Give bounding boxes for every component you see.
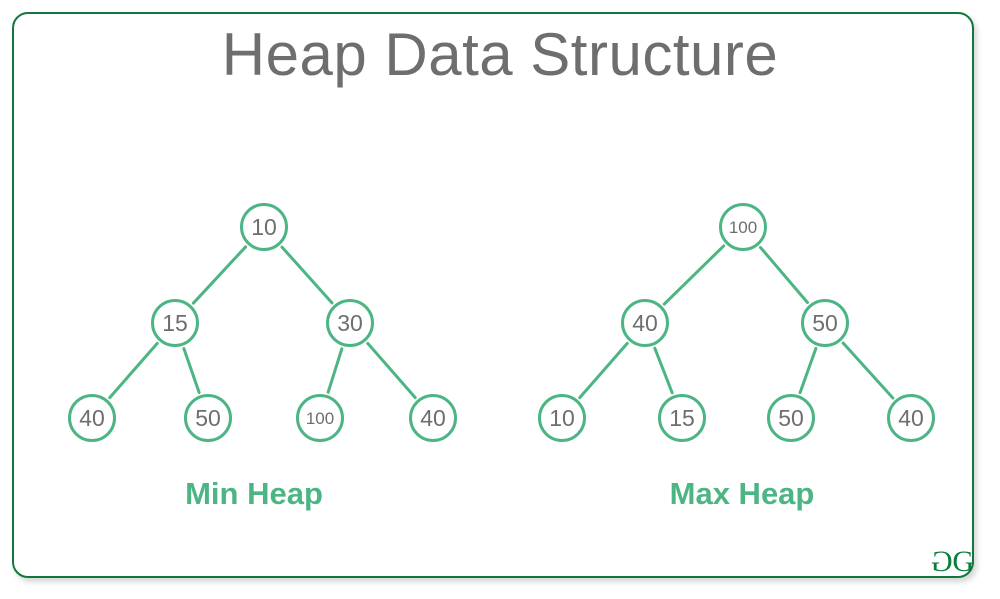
tree-node-value: 10 <box>251 213 277 240</box>
tree-node: 50 <box>184 394 232 442</box>
tree-node-value: 40 <box>632 309 658 336</box>
tree-node: 100 <box>296 394 344 442</box>
tree-node: 50 <box>767 394 815 442</box>
tree-node: 100 <box>719 203 767 251</box>
tree-node-value: 100 <box>728 217 758 237</box>
tree-node: 40 <box>68 394 116 442</box>
tree-node: 10 <box>538 394 586 442</box>
tree-node: 15 <box>658 394 706 442</box>
tree-node: 40 <box>621 299 669 347</box>
tree-node: 40 <box>887 394 935 442</box>
tree-node-value: 40 <box>898 404 924 431</box>
tree-node: 40 <box>409 394 457 442</box>
tree-node: 15 <box>151 299 199 347</box>
tree-node-value: 15 <box>162 309 188 336</box>
heap-label-min-heap: Min Heap <box>185 476 323 511</box>
tree-node-value: 10 <box>549 404 575 431</box>
figure-title: Heap Data Structure <box>221 21 779 88</box>
tree-node-value: 30 <box>337 309 363 336</box>
tree-node-value: 40 <box>79 404 105 431</box>
figure-border <box>12 12 974 578</box>
heap-label-max-heap: Max Heap <box>669 476 815 511</box>
tree-node: 10 <box>240 203 288 251</box>
tree-node-value: 40 <box>420 404 446 431</box>
tree-node: 30 <box>326 299 374 347</box>
logo-glyph-right: G <box>952 545 974 578</box>
tree-node-value: 100 <box>305 408 335 428</box>
tree-node-value: 50 <box>195 404 221 431</box>
tree-node-value: 50 <box>812 309 838 336</box>
logo-glyph-left: G <box>932 545 953 578</box>
geeksforgeeks-logo: GG <box>932 545 974 578</box>
tree-node-value: 15 <box>669 404 695 431</box>
tree-node-value: 50 <box>778 404 804 431</box>
tree-node: 50 <box>801 299 849 347</box>
